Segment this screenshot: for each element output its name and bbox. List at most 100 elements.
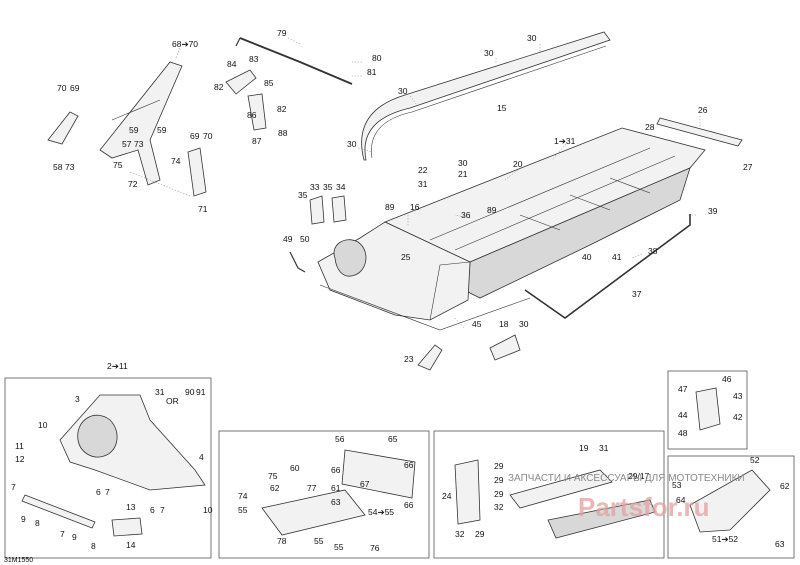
callout-c19: 85 bbox=[264, 78, 274, 88]
callout-c73: 6 bbox=[150, 505, 155, 515]
callout-c41: 33 bbox=[310, 182, 320, 192]
callout-c32: 1➔31 bbox=[554, 136, 576, 146]
callout-c12: 73 bbox=[65, 162, 75, 172]
callout-c2: 70 bbox=[57, 83, 67, 93]
callout-c70: 4 bbox=[199, 452, 204, 462]
callout-c124: 63 bbox=[775, 539, 785, 549]
callout-c89: 66 bbox=[404, 500, 414, 510]
callout-c25: 80 bbox=[372, 53, 382, 63]
callout-c118: 48 bbox=[678, 428, 688, 438]
callout-c61: 2➔11 bbox=[107, 361, 128, 371]
callout-c26: 81 bbox=[367, 67, 377, 77]
heat-exchanger-strip bbox=[361, 31, 611, 161]
rear-rail bbox=[656, 117, 743, 147]
callout-c28: 30 bbox=[484, 48, 494, 58]
callout-c110: 32 bbox=[494, 502, 504, 512]
callout-c11: 58 bbox=[53, 162, 63, 172]
callout-c21: 82 bbox=[277, 104, 287, 114]
callout-c29: 30 bbox=[398, 86, 408, 96]
plate-18 bbox=[489, 334, 521, 361]
callout-c114: 46 bbox=[722, 374, 732, 384]
callout-c67: 10 bbox=[38, 420, 48, 430]
callout-c33: 26 bbox=[698, 105, 708, 115]
footrest-rail-left bbox=[21, 494, 96, 529]
callout-c83: 10 bbox=[203, 505, 213, 515]
steering-column bbox=[239, 37, 353, 85]
callout-c22: 86 bbox=[247, 110, 257, 120]
callout-c56: 37 bbox=[632, 289, 642, 299]
callout-c94: 61 bbox=[331, 483, 341, 493]
callout-c88: 67 bbox=[360, 479, 370, 489]
detail-box-rear-bracket bbox=[667, 455, 795, 559]
callout-c69: 12 bbox=[15, 454, 25, 464]
callout-c10: 72 bbox=[128, 179, 138, 189]
callout-c78: 7 bbox=[60, 529, 65, 539]
callout-c8: 75 bbox=[113, 160, 123, 170]
callout-c120: 53 bbox=[672, 480, 682, 490]
callout-c108: 24 bbox=[442, 491, 452, 501]
callout-c117: 42 bbox=[733, 412, 743, 422]
callout-c18: 83 bbox=[249, 54, 259, 64]
callout-c75: 7 bbox=[11, 482, 16, 492]
callout-c36: 22 bbox=[418, 165, 428, 175]
callout-c44: 35 bbox=[298, 190, 308, 200]
callout-c98: 54➔55 bbox=[368, 507, 394, 517]
callout-c123: 51➔52 bbox=[712, 534, 738, 544]
callout-c49: 39 bbox=[708, 206, 718, 216]
callout-c93: 77 bbox=[307, 483, 317, 493]
callout-c91: 60 bbox=[290, 463, 300, 473]
callout-c43: 34 bbox=[336, 182, 346, 192]
callout-c119: 52 bbox=[750, 455, 760, 465]
callout-c121: 62 bbox=[780, 481, 790, 491]
callout-c99: 78 bbox=[277, 536, 287, 546]
callout-c85: 65 bbox=[388, 434, 398, 444]
callout-c24: 88 bbox=[278, 128, 288, 138]
callout-c102: 76 bbox=[370, 543, 380, 553]
callout-c107: 29/17 bbox=[628, 471, 650, 481]
footrest-bracket-right bbox=[454, 459, 481, 525]
reinforcement-bar bbox=[524, 214, 691, 319]
steering-arm bbox=[225, 69, 257, 95]
footrest-frame-left bbox=[261, 489, 366, 536]
callout-c39: 31 bbox=[418, 179, 428, 189]
callout-c37: 30 bbox=[458, 158, 468, 168]
gusset-23 bbox=[417, 344, 443, 371]
callout-c116: 44 bbox=[678, 410, 688, 420]
callout-c52: 25 bbox=[401, 252, 411, 262]
callout-c7: 73 bbox=[134, 139, 144, 149]
callout-c113: 47 bbox=[678, 384, 688, 394]
callout-c111: 32 bbox=[455, 529, 465, 539]
callout-c64: OR bbox=[166, 396, 179, 406]
callout-c50: 49 bbox=[283, 234, 293, 244]
callout-c34: 28 bbox=[645, 122, 655, 132]
callout-c20: 82 bbox=[214, 82, 224, 92]
callout-c122: 64 bbox=[676, 495, 686, 505]
callout-c101: 55 bbox=[334, 542, 344, 552]
callout-c5: 59 bbox=[157, 125, 167, 135]
callout-c71: 6 bbox=[96, 487, 101, 497]
callout-c4: 59 bbox=[129, 125, 139, 135]
callout-c57: 45 bbox=[472, 319, 482, 329]
detail-box-frame-front bbox=[4, 377, 212, 559]
callout-c53: 38 bbox=[648, 246, 658, 256]
callout-c9: 74 bbox=[171, 156, 181, 166]
callout-c74: 7 bbox=[160, 505, 165, 515]
callout-c27: 30 bbox=[527, 33, 537, 43]
callout-c46: 16 bbox=[410, 202, 420, 212]
callout-c95: 74 bbox=[238, 491, 248, 501]
watermark-line-2: Partsfor.ru bbox=[578, 492, 710, 522]
detail-box-footrest-left bbox=[218, 430, 430, 559]
callout-c38: 21 bbox=[458, 169, 468, 179]
figure-code: 31M1550 bbox=[4, 557, 33, 564]
callout-c62: 3 bbox=[75, 394, 80, 404]
callout-c48: 36 bbox=[461, 210, 471, 220]
callout-c3: 69 bbox=[70, 83, 80, 93]
callout-c112: 29 bbox=[475, 529, 485, 539]
rear-bracket-assembly bbox=[689, 469, 771, 533]
callout-c23: 87 bbox=[252, 136, 262, 146]
callout-c31: 30 bbox=[347, 139, 357, 149]
support-bracket bbox=[695, 387, 721, 431]
brake-bracket bbox=[309, 195, 325, 225]
